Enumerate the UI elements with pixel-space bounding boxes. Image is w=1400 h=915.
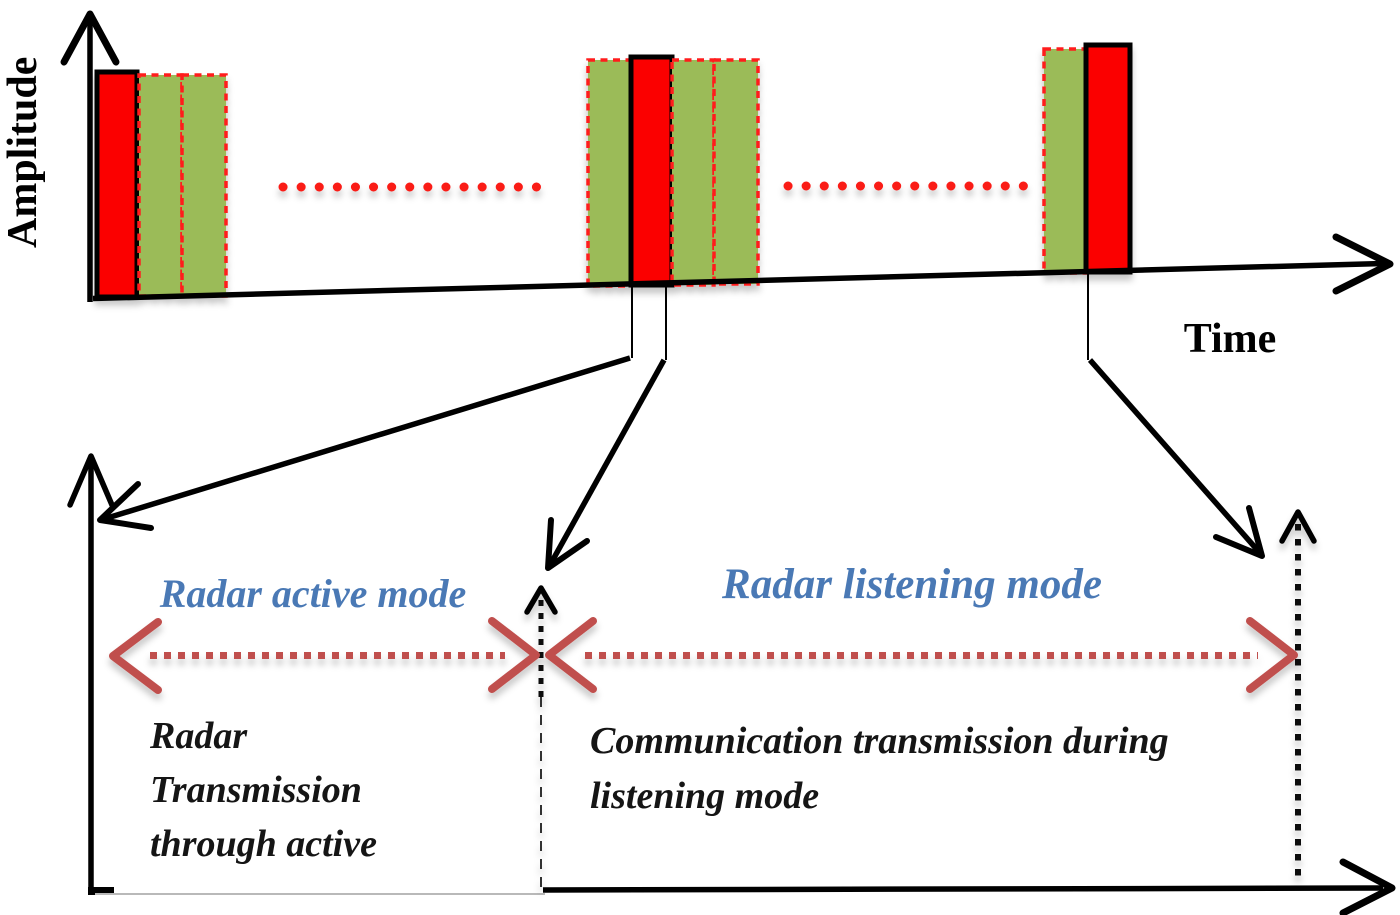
- callout-arrow-listen-end-head: [1213, 505, 1265, 559]
- comm-pulse-bar: [586, 58, 633, 288]
- listening-span-right-head: [1246, 617, 1298, 693]
- comm-pulse-bar: [712, 58, 760, 286]
- comm-pulse-bar: [1042, 47, 1088, 275]
- radar-transmission-note-line1: Radar: [149, 715, 248, 757]
- boundary-lines: [524, 509, 1317, 891]
- lower-amplitude-axis-arrowhead: [67, 453, 115, 508]
- comm-pulse-bar: [180, 73, 228, 298]
- radar-pulse-bar: [1083, 42, 1133, 275]
- amplitude-axis-label: Amplitude: [0, 57, 46, 248]
- radar-pulse-bar: [628, 54, 675, 288]
- lower-time-axis-arrowhead: [1339, 858, 1396, 915]
- listening-span-left-head: [545, 617, 597, 693]
- communication-note-line2: listening mode: [590, 775, 819, 817]
- top-axes: Amplitude Time: [0, 10, 1394, 362]
- callout-arrow-boundary-head: [545, 517, 590, 571]
- callout-arrows: [97, 273, 1265, 571]
- amplitude-axis-arrowhead: [60, 10, 120, 66]
- listening-end-arrowhead: [1279, 509, 1317, 544]
- time-axis: [92, 260, 1384, 302]
- comm-pulse-bar: [137, 73, 184, 298]
- boundary-up-arrowhead: [524, 585, 558, 615]
- active-span-left-head: [109, 618, 162, 694]
- time-axis-arrowhead: [1332, 233, 1394, 295]
- mode-labels: Radar active mode Radar listening mode R…: [149, 561, 1169, 865]
- callout-arrow-boundary: [547, 358, 667, 567]
- pulse-train-panel: [94, 42, 1133, 300]
- active-span-right-head: [488, 617, 540, 693]
- span-arrows: [109, 617, 1298, 694]
- radar-pulse-bar: [94, 69, 140, 300]
- time-axis-label: Time: [1184, 316, 1277, 362]
- lower-time-axis: [542, 885, 1384, 893]
- callout-arrow-listen-end: [1087, 358, 1263, 555]
- radar-transmission-note-line2: Transmission: [150, 769, 362, 811]
- active-mode-label: Radar active mode: [159, 571, 467, 616]
- callout-arrow-active: [103, 355, 631, 522]
- listening-mode-label: Radar listening mode: [721, 561, 1102, 608]
- callout-arrow-active-head: [97, 481, 154, 531]
- mode-panel-axes: [67, 453, 1396, 915]
- radar-transmission-note-line3: through active: [150, 823, 377, 865]
- comm-pulse-bar: [670, 58, 716, 287]
- communication-note-line1: Communication transmission during: [590, 720, 1169, 762]
